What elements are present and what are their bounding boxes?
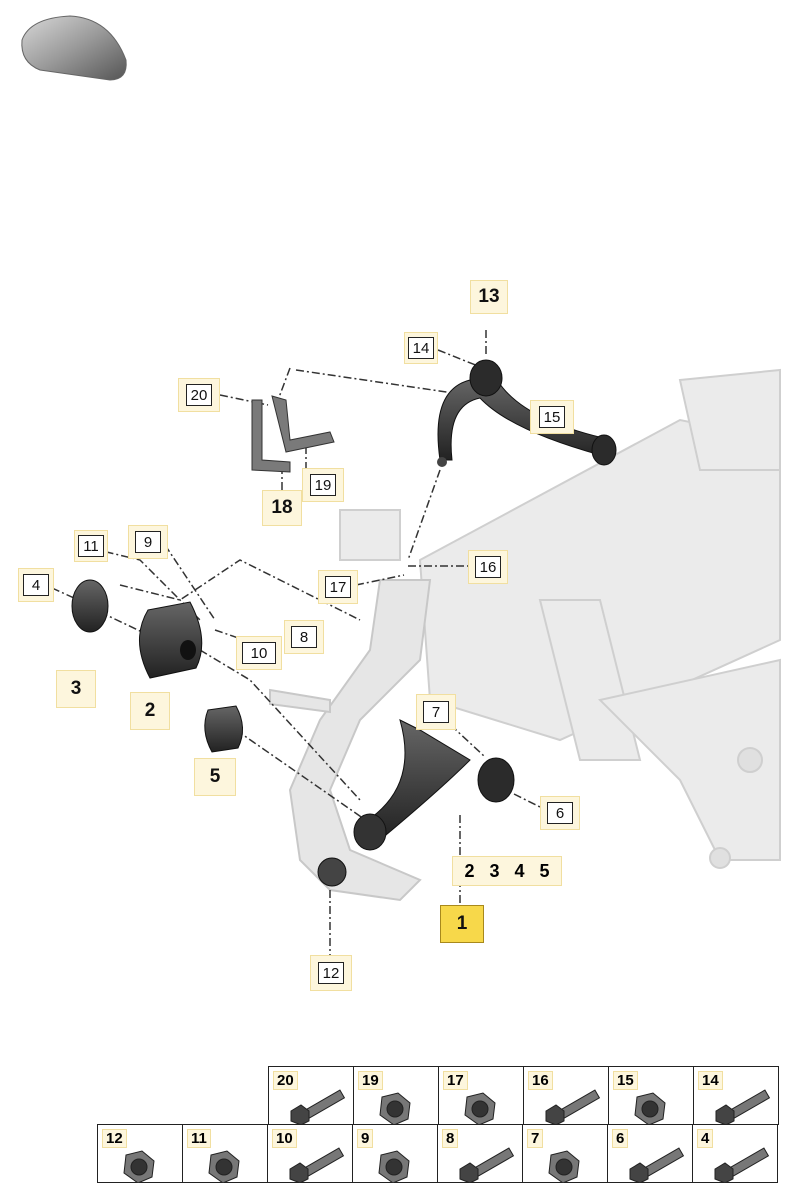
callout-14: 14 [404,332,438,364]
hardware-part-icon [290,1089,346,1125]
callout-subset-2-5: 2 3 4 5 [452,856,562,886]
hardware-part-icon [634,1092,666,1125]
callout-12: 12 [310,955,352,991]
bushing-large [139,601,203,679]
callout-20-box: 20 [186,384,212,406]
callout-5: 5 [194,758,236,796]
hardware-part-icon [378,1150,410,1183]
bushing-small [204,705,243,753]
callout-4-box: 4 [23,574,49,596]
callout-13: 13 [470,280,508,314]
hardware-cell-label: 15 [613,1071,638,1090]
callout-11: 11 [74,530,108,562]
hardware-part-icon [289,1147,345,1183]
hardware-cell-label: 9 [357,1129,374,1148]
subset-item: 3 [489,860,500,881]
hardware-cell-label: 6 [612,1129,629,1148]
hardware-part-icon [459,1147,515,1183]
hardware-part-icon [464,1092,496,1125]
lower-control-arm [317,719,515,887]
callout-8-box: 8 [291,626,317,648]
subset-item: 5 [539,860,550,881]
hardware-cell-label: 8 [442,1129,459,1148]
hardware-cell-label: 11 [187,1129,211,1148]
hardware-cell-label: 16 [528,1071,553,1090]
vehicle-body-icon [21,15,127,81]
callout-10: 10 [236,636,282,670]
callout-14-box: 14 [408,337,434,359]
callout-19: 19 [302,468,344,502]
callout-12-box: 12 [318,962,344,984]
callout-1-highlighted[interactable]: 1 [440,905,484,943]
callout-6: 6 [540,796,580,830]
hardware-part-icon [208,1150,240,1183]
callout-3: 3 [56,670,96,708]
hardware-cell-label: 19 [358,1071,383,1090]
hardware-cell-17[interactable]: 17 [438,1066,524,1125]
washer-disc [71,579,109,633]
hardware-cell-10[interactable]: 10 [267,1124,353,1183]
hardware-cell-label: 14 [698,1071,723,1090]
callout-15: 15 [530,400,574,434]
hardware-cell-20[interactable]: 20 [268,1066,354,1125]
hardware-part-icon [123,1150,155,1183]
callout-7: 7 [416,694,456,730]
hardware-cell-label: 12 [102,1129,127,1148]
hardware-cell-label: 7 [527,1129,544,1148]
hardware-cell-15[interactable]: 15 [608,1066,694,1125]
subset-item: 2 [464,860,475,881]
callout-20: 20 [178,378,220,412]
callout-15-box: 15 [539,406,565,428]
hardware-cell-12[interactable]: 12 [97,1124,183,1183]
callout-10-box: 10 [242,642,276,664]
callout-18: 18 [262,490,302,526]
hardware-cell-7[interactable]: 7 [522,1124,608,1183]
callout-2: 2 [130,692,170,730]
callout-19-box: 19 [310,474,336,496]
hardware-part-icon [379,1092,411,1125]
hardware-cell-14[interactable]: 14 [693,1066,779,1125]
hardware-cell-8[interactable]: 8 [437,1124,523,1183]
steering-knuckle-ghost [269,579,432,902]
upper-control-arm [437,359,617,467]
callout-7-box: 7 [423,701,449,723]
hardware-part-icon [715,1089,771,1125]
callout-9-box: 9 [135,531,161,553]
callout-17-box: 17 [325,576,351,598]
callout-17: 17 [318,570,358,604]
hardware-cell-11[interactable]: 11 [182,1124,268,1183]
hardware-cell-label: 4 [697,1129,714,1148]
bracket-assembly [251,395,335,473]
hardware-part-icon [629,1147,685,1183]
callout-4: 4 [18,568,54,602]
callout-6-box: 6 [547,802,573,824]
hardware-part-icon [545,1089,601,1125]
callout-9: 9 [128,525,168,559]
callout-16-box: 16 [475,556,501,578]
subset-item: 4 [514,860,525,881]
hardware-cell-4[interactable]: 4 [692,1124,778,1183]
hardware-cell-label: 10 [272,1129,297,1148]
callout-8: 8 [284,620,324,654]
hardware-cell-16[interactable]: 16 [523,1066,609,1125]
subframe-ghost [339,368,781,869]
callout-11-box: 11 [78,535,104,557]
hardware-cell-label: 17 [443,1071,468,1090]
hardware-part-icon [714,1147,770,1183]
hardware-part-icon [548,1150,580,1183]
callout-16: 16 [468,550,508,584]
hardware-cell-19[interactable]: 19 [353,1066,439,1125]
hardware-cell-6[interactable]: 6 [607,1124,693,1183]
hardware-cell-9[interactable]: 9 [352,1124,438,1183]
hardware-cell-label: 20 [273,1071,298,1090]
